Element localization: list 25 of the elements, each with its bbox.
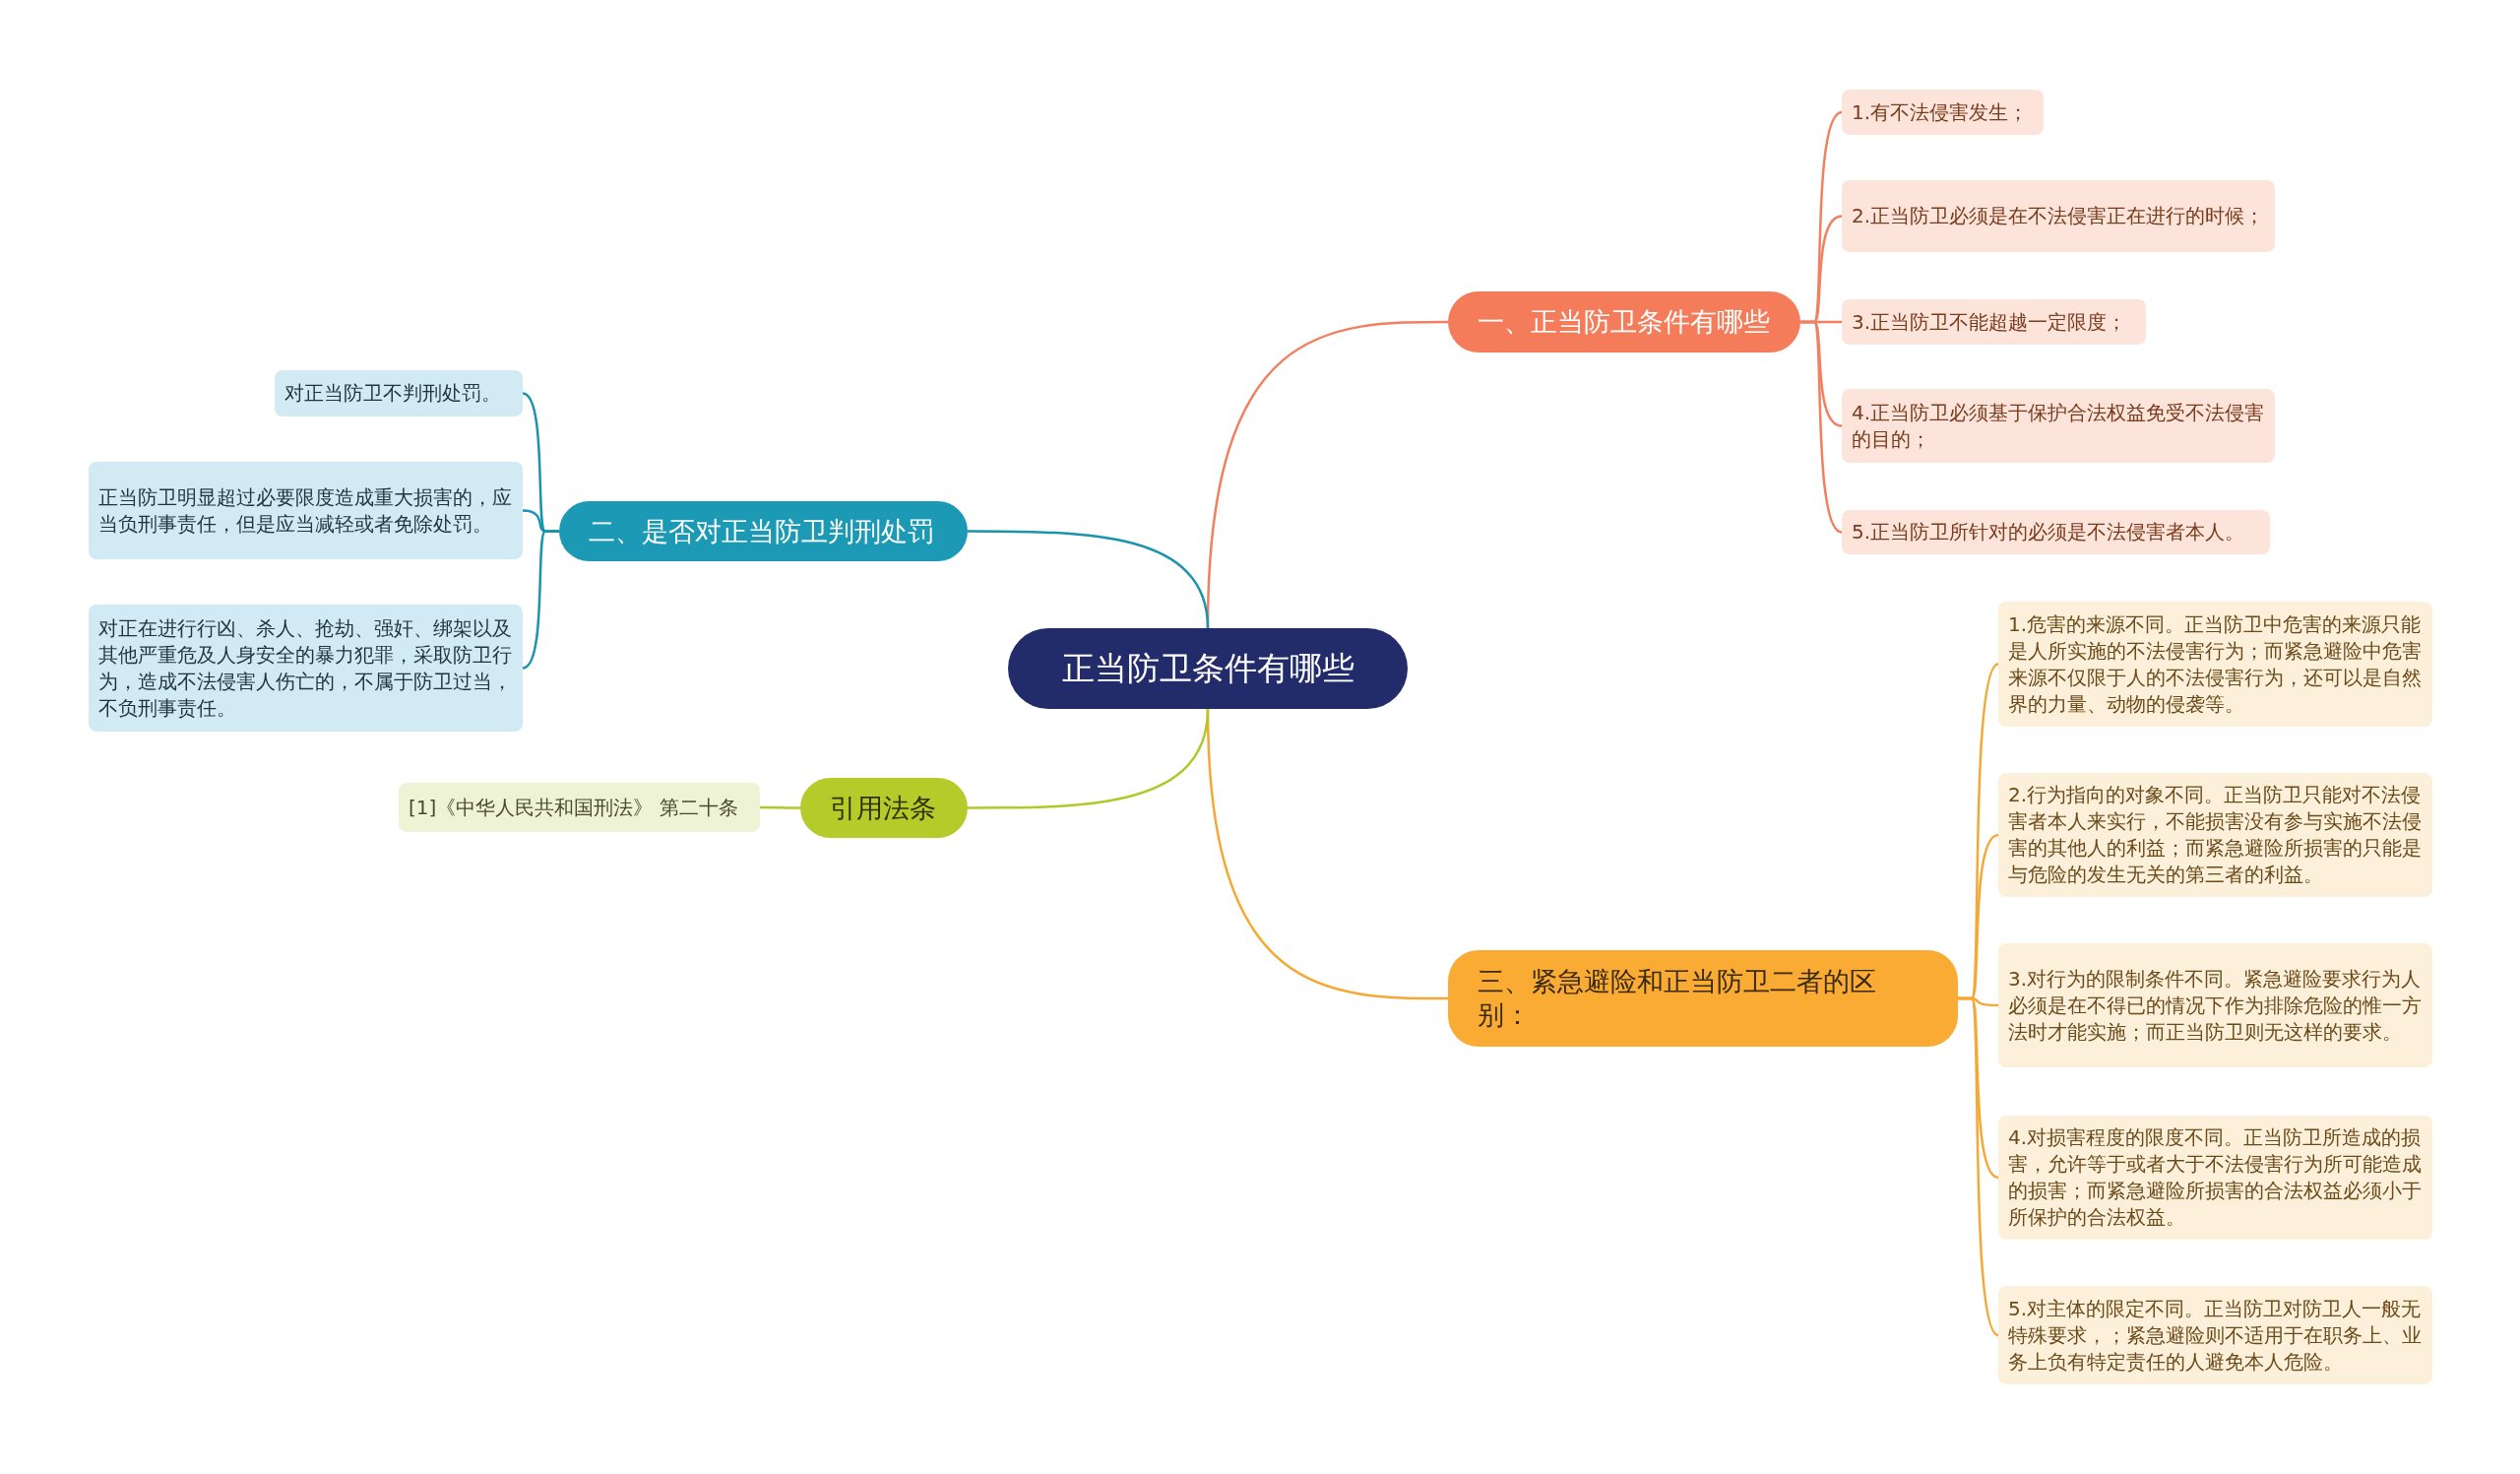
note-box: [1]《中华人民共和国刑法》 第二十条 <box>399 783 760 832</box>
branch-topic: 三、紧急避险和正当防卫二者的区别： <box>1448 950 1958 1047</box>
note-box: 5.正当防卫所针对的必须是不法侵害者本人。 <box>1842 510 2270 554</box>
branch-topic: 一、正当防卫条件有哪些 <box>1448 291 1800 352</box>
connector-line <box>968 708 1210 809</box>
note-box: 3.对行为的限制条件不同。紧急避险要求行为人必须是在不得已的情况下作为排除危险的惟一方法时才能实施；而正当防卫则无这样的要求。 <box>1998 943 2432 1067</box>
note-box: 1.有不法侵害发生； <box>1842 90 2044 135</box>
connector-line <box>968 530 1210 629</box>
central-topic: 正当防卫条件有哪些 <box>1008 628 1408 709</box>
note-box: 2.行为指向的对象不同。正当防卫只能对不法侵害者本人来实行，不能损害没有参与实施不法侵害的其他人的利益；而紧急避险所损害的只能是与危险的发生无关的第三者的利益。 <box>1998 773 2432 897</box>
branch-topic: 引用法条 <box>800 778 968 838</box>
connector-line <box>1958 996 1999 1336</box>
connector-line <box>522 530 559 670</box>
note-box: 4.对损害程度的限度不同。正当防卫所造成的损害，允许等于或者大于不法侵害行为所可能造成的损害；而紧急避险所损害的合法权益必须小于所保护的合法权益。 <box>1998 1116 2432 1240</box>
connector-line <box>760 805 800 809</box>
note-box: 4.正当防卫必须基于保护合法权益免受不法侵害的目的； <box>1842 389 2275 463</box>
connector-line <box>1800 320 1843 534</box>
note-box: 正当防卫明显超过必要限度造成重大损害的，应当负刑事责任，但是应当减轻或者免除处罚。 <box>89 462 523 559</box>
note-box: 3.正当防卫不能超越一定限度； <box>1842 299 2146 345</box>
branch-topic: 二、是否对正当防卫判刑处罚 <box>559 501 968 561</box>
note-box: 1.危害的来源不同。正当防卫中危害的来源只能是人所实施的不法侵害行为；而紧急避险中危害来源不仅限于人的不法侵害行为，还可以是自然界的力量、动物的侵袭等。 <box>1998 602 2432 727</box>
note-box: 5.对主体的限定不同。正当防卫对防卫人一般无特殊要求，；紧急避险则不适用于在职务上、业务上负有特定责任的人避免本人危险。 <box>1998 1286 2432 1384</box>
note-box: 2.正当防卫必须是在不法侵害正在进行的时候； <box>1842 180 2275 252</box>
note-box: 对正在进行行凶、杀人、抢劫、强奸、绑架以及其他严重危及人身安全的暴力犯罪，采取防卫行为，造成不法侵害人伤亡的，不属于防卫过当，不负刑事责任。 <box>89 605 523 732</box>
note-box: 对正当防卫不判刑处罚。 <box>275 370 523 417</box>
